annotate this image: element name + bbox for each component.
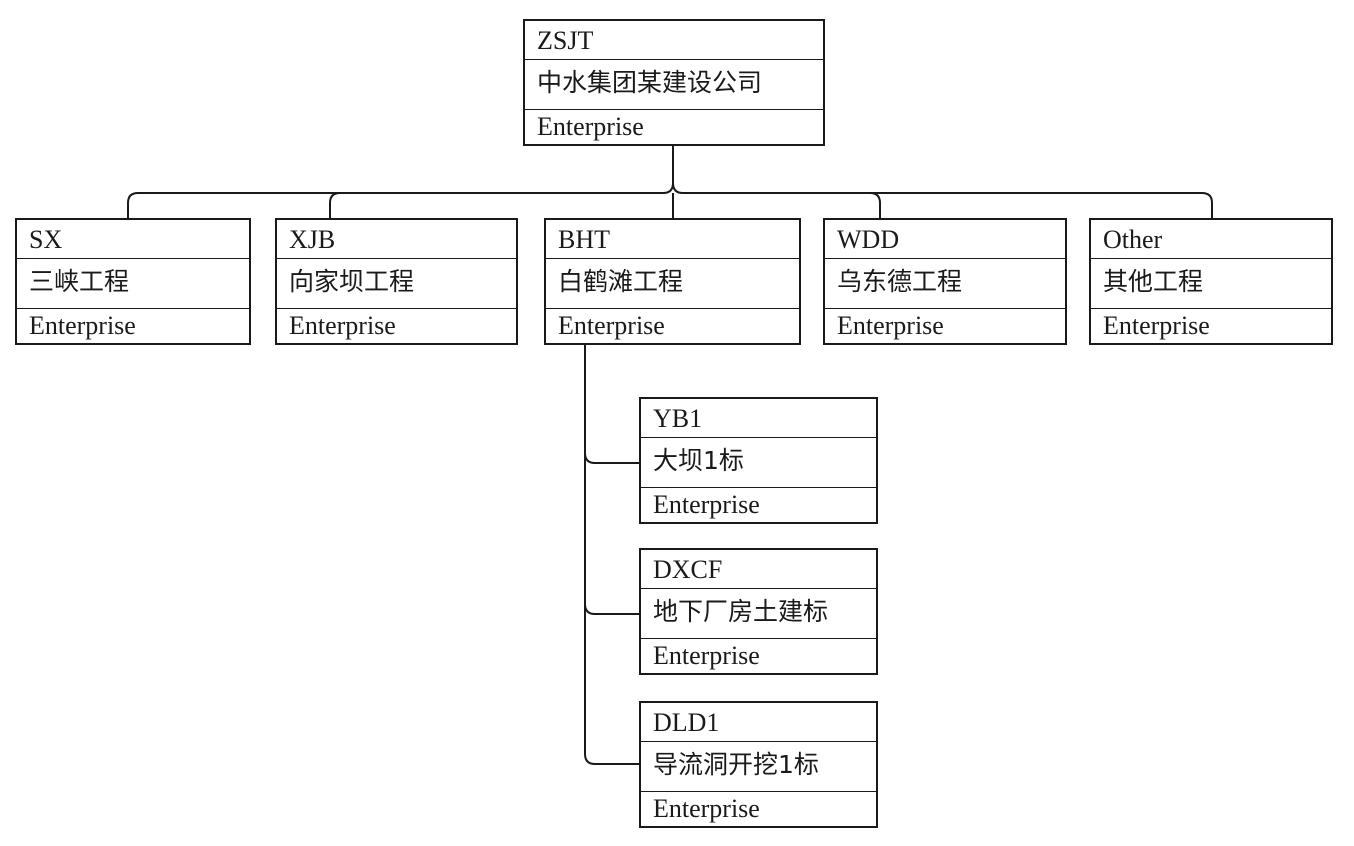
node-xjb[interactable]: XJB 向家坝工程 Enterprise [275,218,518,345]
connector-bht-trunk [584,345,640,765]
node-name: 三峡工程 [17,259,249,309]
connector-root-trunk [127,145,674,218]
node-code: DLD1 [641,703,876,742]
node-bht[interactable]: BHT 白鹤滩工程 Enterprise [544,218,801,345]
node-type: Enterprise [558,311,665,340]
node-code: WDD [825,220,1065,259]
node-name: 其他工程 [1091,259,1331,309]
node-dld1[interactable]: DLD1 导流洞开挖1标 Enterprise [639,701,878,828]
node-sx[interactable]: SX 三峡工程 Enterprise [15,218,251,345]
node-name: 地下厂房土建标 [641,589,876,639]
node-name: 白鹤滩工程 [546,259,799,309]
node-yb1[interactable]: YB1 大坝1标 Enterprise [639,397,878,524]
node-name: 乌东德工程 [825,259,1065,309]
node-other[interactable]: Other 其他工程 Enterprise [1089,218,1333,345]
node-code: ZSJT [525,21,823,60]
node-code: SX [17,220,249,259]
connector-root-branch-right [672,182,1213,218]
node-type: Enterprise [653,794,760,823]
connector-to-xjb [329,192,341,218]
node-code: YB1 [641,399,876,438]
node-type: Enterprise [653,641,760,670]
node-type: Enterprise [1103,311,1210,340]
node-code: DXCF [641,550,876,589]
node-code: Other [1091,220,1331,259]
connector-to-dxcf [584,603,640,615]
node-zsjt[interactable]: ZSJT 中水集团某建设公司 Enterprise [523,19,825,146]
node-name: 中水集团某建设公司 [525,60,823,110]
connector-to-wdd [869,192,881,218]
node-code: XJB [277,220,516,259]
node-type: Enterprise [289,311,396,340]
node-name: 大坝1标 [641,438,876,488]
node-name: 导流洞开挖1标 [641,742,876,792]
node-code: BHT [546,220,799,259]
node-type: Enterprise [837,311,944,340]
node-dxcf[interactable]: DXCF 地下厂房土建标 Enterprise [639,548,878,675]
node-type: Enterprise [537,112,644,141]
node-type: Enterprise [653,490,760,519]
node-name: 向家坝工程 [277,259,516,309]
node-type: Enterprise [29,311,136,340]
node-wdd[interactable]: WDD 乌东德工程 Enterprise [823,218,1067,345]
connector-to-yb1 [584,452,640,464]
